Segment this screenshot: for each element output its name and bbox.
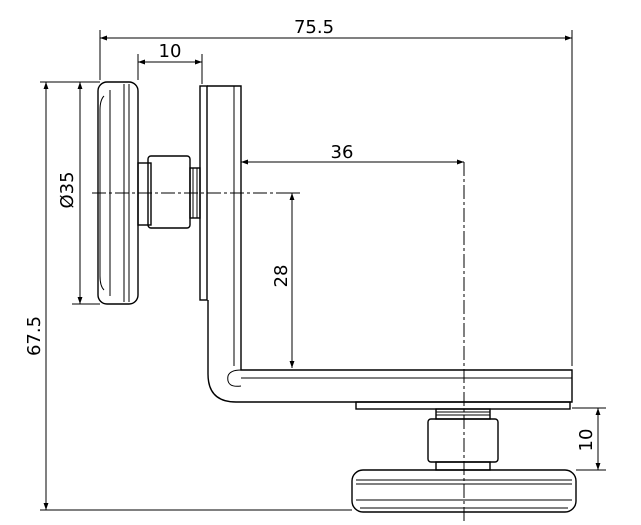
dim-disc-offset: 10	[159, 41, 182, 62]
dim-overall-height: 67.5	[24, 316, 45, 356]
dim-overall-width: 75.5	[294, 17, 334, 38]
dim-horizontal-offset: 36	[331, 142, 354, 163]
l-bracket	[199, 85, 573, 403]
dim-vertical-offset: 28	[271, 265, 292, 288]
bottom-assembly	[351, 401, 577, 513]
dim-bottom-height: 10	[576, 429, 597, 452]
left-hub	[137, 155, 201, 229]
extension-lines	[40, 30, 606, 511]
dim-disc-diameter: Ø35	[57, 171, 78, 208]
